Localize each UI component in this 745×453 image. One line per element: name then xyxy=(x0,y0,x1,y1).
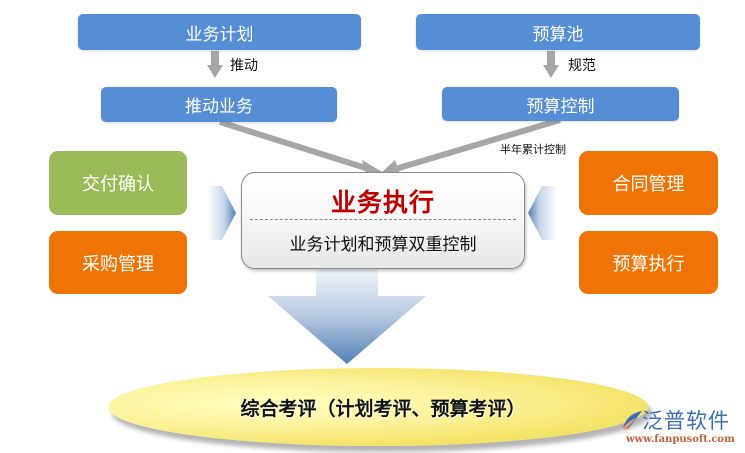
diagonal-arrow-left xyxy=(219,119,384,175)
budget-pool-box: 预算池 xyxy=(416,14,700,50)
center-title: 业务执行 xyxy=(330,188,435,217)
brand-logo: 泛普软件 www.fanpusoft.com xyxy=(618,405,743,450)
logo-leaf-icon xyxy=(623,411,642,430)
budget-execution-box: 预算执行 xyxy=(579,231,718,294)
down-arrow-left xyxy=(207,51,223,78)
push-business-box: 推动业务 xyxy=(101,87,337,122)
dashed-divider xyxy=(250,219,516,220)
business-execution-box: 业务执行 业务计划和预算双重控制 xyxy=(241,172,525,269)
business-plan-box: 业务计划 xyxy=(78,14,361,50)
delivery-confirm-box: 交付确认 xyxy=(49,151,187,215)
left-pointing-chevron xyxy=(528,186,557,240)
budget-control-box: 预算控制 xyxy=(442,87,679,121)
standardize-label: 规范 xyxy=(568,58,596,74)
procurement-box: 采购管理 xyxy=(49,231,187,294)
center-subtitle: 业务计划和预算双重控制 xyxy=(289,235,477,255)
right-pointing-chevron xyxy=(207,186,236,240)
push-label: 推动 xyxy=(230,58,258,74)
contract-mgmt-box: 合同管理 xyxy=(579,151,718,215)
big-down-arrow xyxy=(268,268,426,364)
diagonal-arrow-right xyxy=(381,117,561,174)
evaluation-label: 综合考评（计划考评、预算考评） xyxy=(240,398,526,420)
half-year-control-label: 半年累计控制 xyxy=(500,143,566,156)
logo-name: 泛普软件 xyxy=(642,409,730,433)
evaluation-ellipse: 综合考评（计划考评、预算考评） xyxy=(108,368,648,446)
down-arrow-right xyxy=(543,51,559,78)
logo-url: www.fanpusoft.com xyxy=(626,434,735,445)
